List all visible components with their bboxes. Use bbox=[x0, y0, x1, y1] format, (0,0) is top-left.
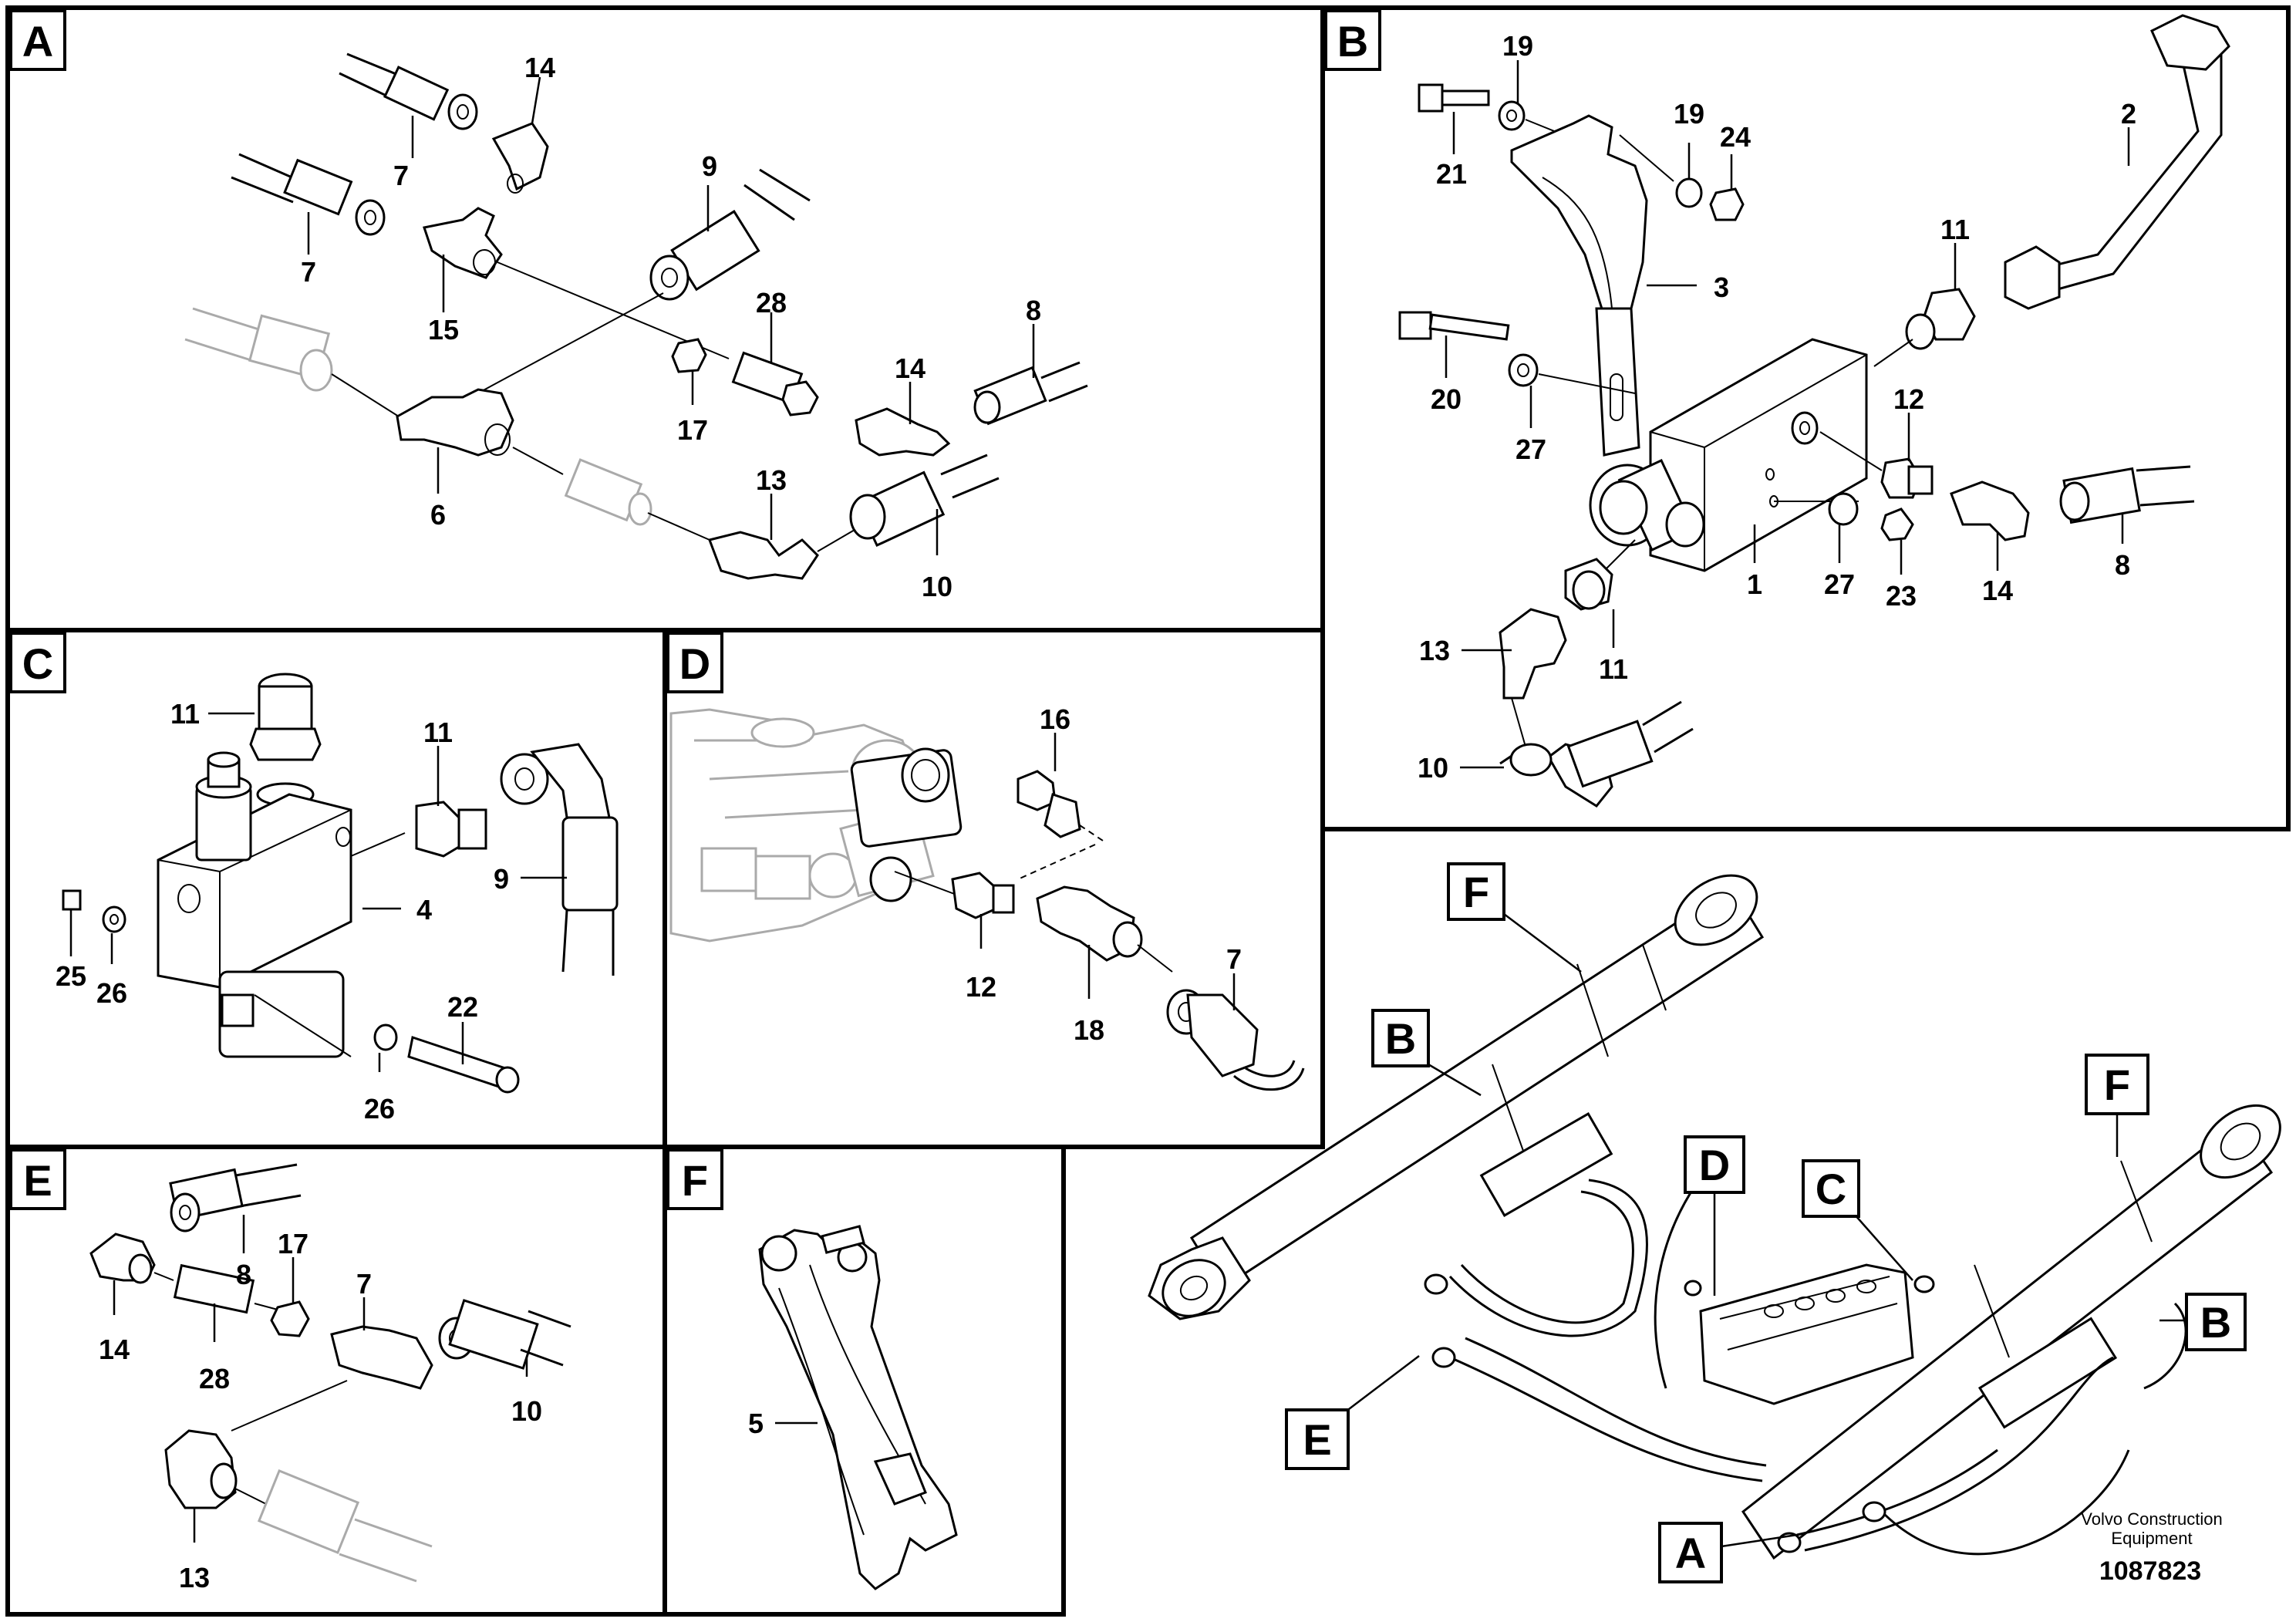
panel-e-callouts: 8 17 7 14 28 10 13 bbox=[99, 1215, 542, 1593]
part-callout-19: 19 bbox=[1502, 30, 1533, 62]
part-callout-6: 6 bbox=[430, 499, 446, 531]
part-callout-11: 11 bbox=[1940, 214, 1970, 245]
view-tag-b: B bbox=[1337, 17, 1368, 66]
panel-c-tag: C bbox=[9, 632, 66, 693]
part-callout-15: 15 bbox=[428, 314, 459, 346]
overview-tags: F B F D C B E A bbox=[1285, 862, 2247, 1583]
view-tag-a: A bbox=[1675, 1529, 1706, 1577]
part-callout-20: 20 bbox=[1431, 383, 1462, 415]
view-tag-b: B bbox=[2200, 1298, 2231, 1347]
part-callout-10: 10 bbox=[1418, 752, 1448, 784]
part-callout-2: 2 bbox=[2121, 98, 2136, 130]
company-name-line2: Equipment bbox=[2111, 1529, 2192, 1548]
part-callout-7: 7 bbox=[301, 256, 316, 288]
part-callout-13: 13 bbox=[1419, 635, 1450, 666]
part-callout-26: 26 bbox=[364, 1093, 395, 1125]
part-callout-14: 14 bbox=[1982, 575, 2013, 606]
panel-a-drawing bbox=[184, 52, 1088, 580]
part-callout-12: 12 bbox=[1893, 383, 1924, 415]
view-tag-c: C bbox=[22, 639, 53, 688]
part-callout-17: 17 bbox=[677, 414, 708, 446]
part-callout-11: 11 bbox=[1599, 653, 1628, 685]
part-callout-9: 9 bbox=[494, 863, 509, 895]
part-callout-7: 7 bbox=[393, 160, 409, 191]
part-callout-8: 8 bbox=[1026, 295, 1041, 326]
panel-a-callouts: 14 7 7 15 9 28 8 14 17 6 13 10 bbox=[301, 52, 1041, 602]
panel-b-tag: B bbox=[1324, 9, 1381, 71]
view-tag-c: C bbox=[1816, 1165, 1846, 1213]
part-callout-24: 24 bbox=[1720, 121, 1751, 153]
part-callout-18: 18 bbox=[1074, 1014, 1104, 1046]
part-callout-23: 23 bbox=[1886, 580, 1917, 612]
panel-f-drawing bbox=[758, 1225, 958, 1590]
panel-f-tag: F bbox=[666, 1148, 723, 1210]
panel-e-tag: E bbox=[9, 1148, 66, 1210]
panel-b-drawing bbox=[1398, 14, 2230, 808]
view-tag-e: E bbox=[23, 1156, 52, 1205]
part-callout-13: 13 bbox=[756, 464, 787, 496]
panel-c-callouts: 11 11 4 9 25 26 22 26 bbox=[56, 698, 567, 1125]
part-callout-22: 22 bbox=[447, 991, 478, 1023]
part-callout-14: 14 bbox=[99, 1334, 130, 1365]
part-callout-1: 1 bbox=[1747, 568, 1762, 600]
part-callout-8: 8 bbox=[236, 1259, 251, 1290]
part-callout-27: 27 bbox=[1824, 568, 1855, 600]
part-callout-8: 8 bbox=[2115, 549, 2130, 581]
view-tag-f: F bbox=[682, 1156, 708, 1205]
part-callout-19: 19 bbox=[1674, 98, 1704, 130]
part-callout-16: 16 bbox=[1040, 703, 1070, 735]
part-callout-26: 26 bbox=[96, 977, 127, 1009]
company-name: Volvo Construction bbox=[2081, 1509, 2222, 1529]
part-callout-7: 7 bbox=[356, 1268, 372, 1300]
panel-a-frame bbox=[5, 5, 1325, 632]
view-tag-d: D bbox=[1699, 1141, 1730, 1189]
part-callout-17: 17 bbox=[278, 1228, 308, 1259]
part-callout-5: 5 bbox=[748, 1408, 764, 1439]
part-callout-25: 25 bbox=[56, 960, 86, 992]
part-callout-14: 14 bbox=[895, 352, 925, 384]
drawing-number: 1087823 bbox=[2099, 1556, 2201, 1586]
view-tag-e: E bbox=[1303, 1415, 1331, 1464]
panel-d-drawing bbox=[669, 708, 1305, 1091]
part-callout-3: 3 bbox=[1714, 271, 1729, 303]
part-callout-12: 12 bbox=[966, 971, 996, 1003]
part-callout-13: 13 bbox=[179, 1562, 210, 1593]
panel-f-callouts: 5 bbox=[748, 1408, 818, 1439]
part-callout-27: 27 bbox=[1515, 433, 1546, 465]
panel-e-drawing bbox=[89, 1163, 571, 1583]
panel-b-callouts: 19 19 24 21 2 3 11 20 27 12 1 27 23 14 8… bbox=[1418, 30, 2136, 784]
view-tag-f: F bbox=[1463, 868, 1489, 916]
part-callout-21: 21 bbox=[1436, 158, 1467, 190]
panel-a-tag: A bbox=[9, 9, 66, 71]
view-tag-a: A bbox=[22, 17, 53, 66]
part-callout-9: 9 bbox=[702, 150, 717, 182]
view-tag-b: B bbox=[1385, 1014, 1416, 1063]
part-callout-4: 4 bbox=[416, 894, 432, 926]
part-callout-28: 28 bbox=[756, 287, 787, 319]
panel-d-tag: D bbox=[666, 632, 723, 693]
panel-c-drawing bbox=[62, 673, 619, 1094]
panel-d-callouts: 16 12 18 7 bbox=[966, 703, 1242, 1046]
drawing-footer: Volvo Construction Equipment 1087823 bbox=[2081, 1509, 2222, 1586]
part-callout-11: 11 bbox=[423, 717, 453, 748]
part-callout-28: 28 bbox=[199, 1363, 230, 1394]
part-callout-10: 10 bbox=[922, 571, 952, 602]
callout-a-14: 14 bbox=[524, 52, 555, 83]
part-callout-10: 10 bbox=[511, 1395, 542, 1427]
part-callout-7: 7 bbox=[1226, 943, 1242, 975]
view-tag-f: F bbox=[2104, 1061, 2130, 1109]
part-callout-11: 11 bbox=[170, 698, 200, 730]
view-tag-d: D bbox=[679, 639, 710, 688]
overview-assembly bbox=[1148, 874, 2281, 1560]
